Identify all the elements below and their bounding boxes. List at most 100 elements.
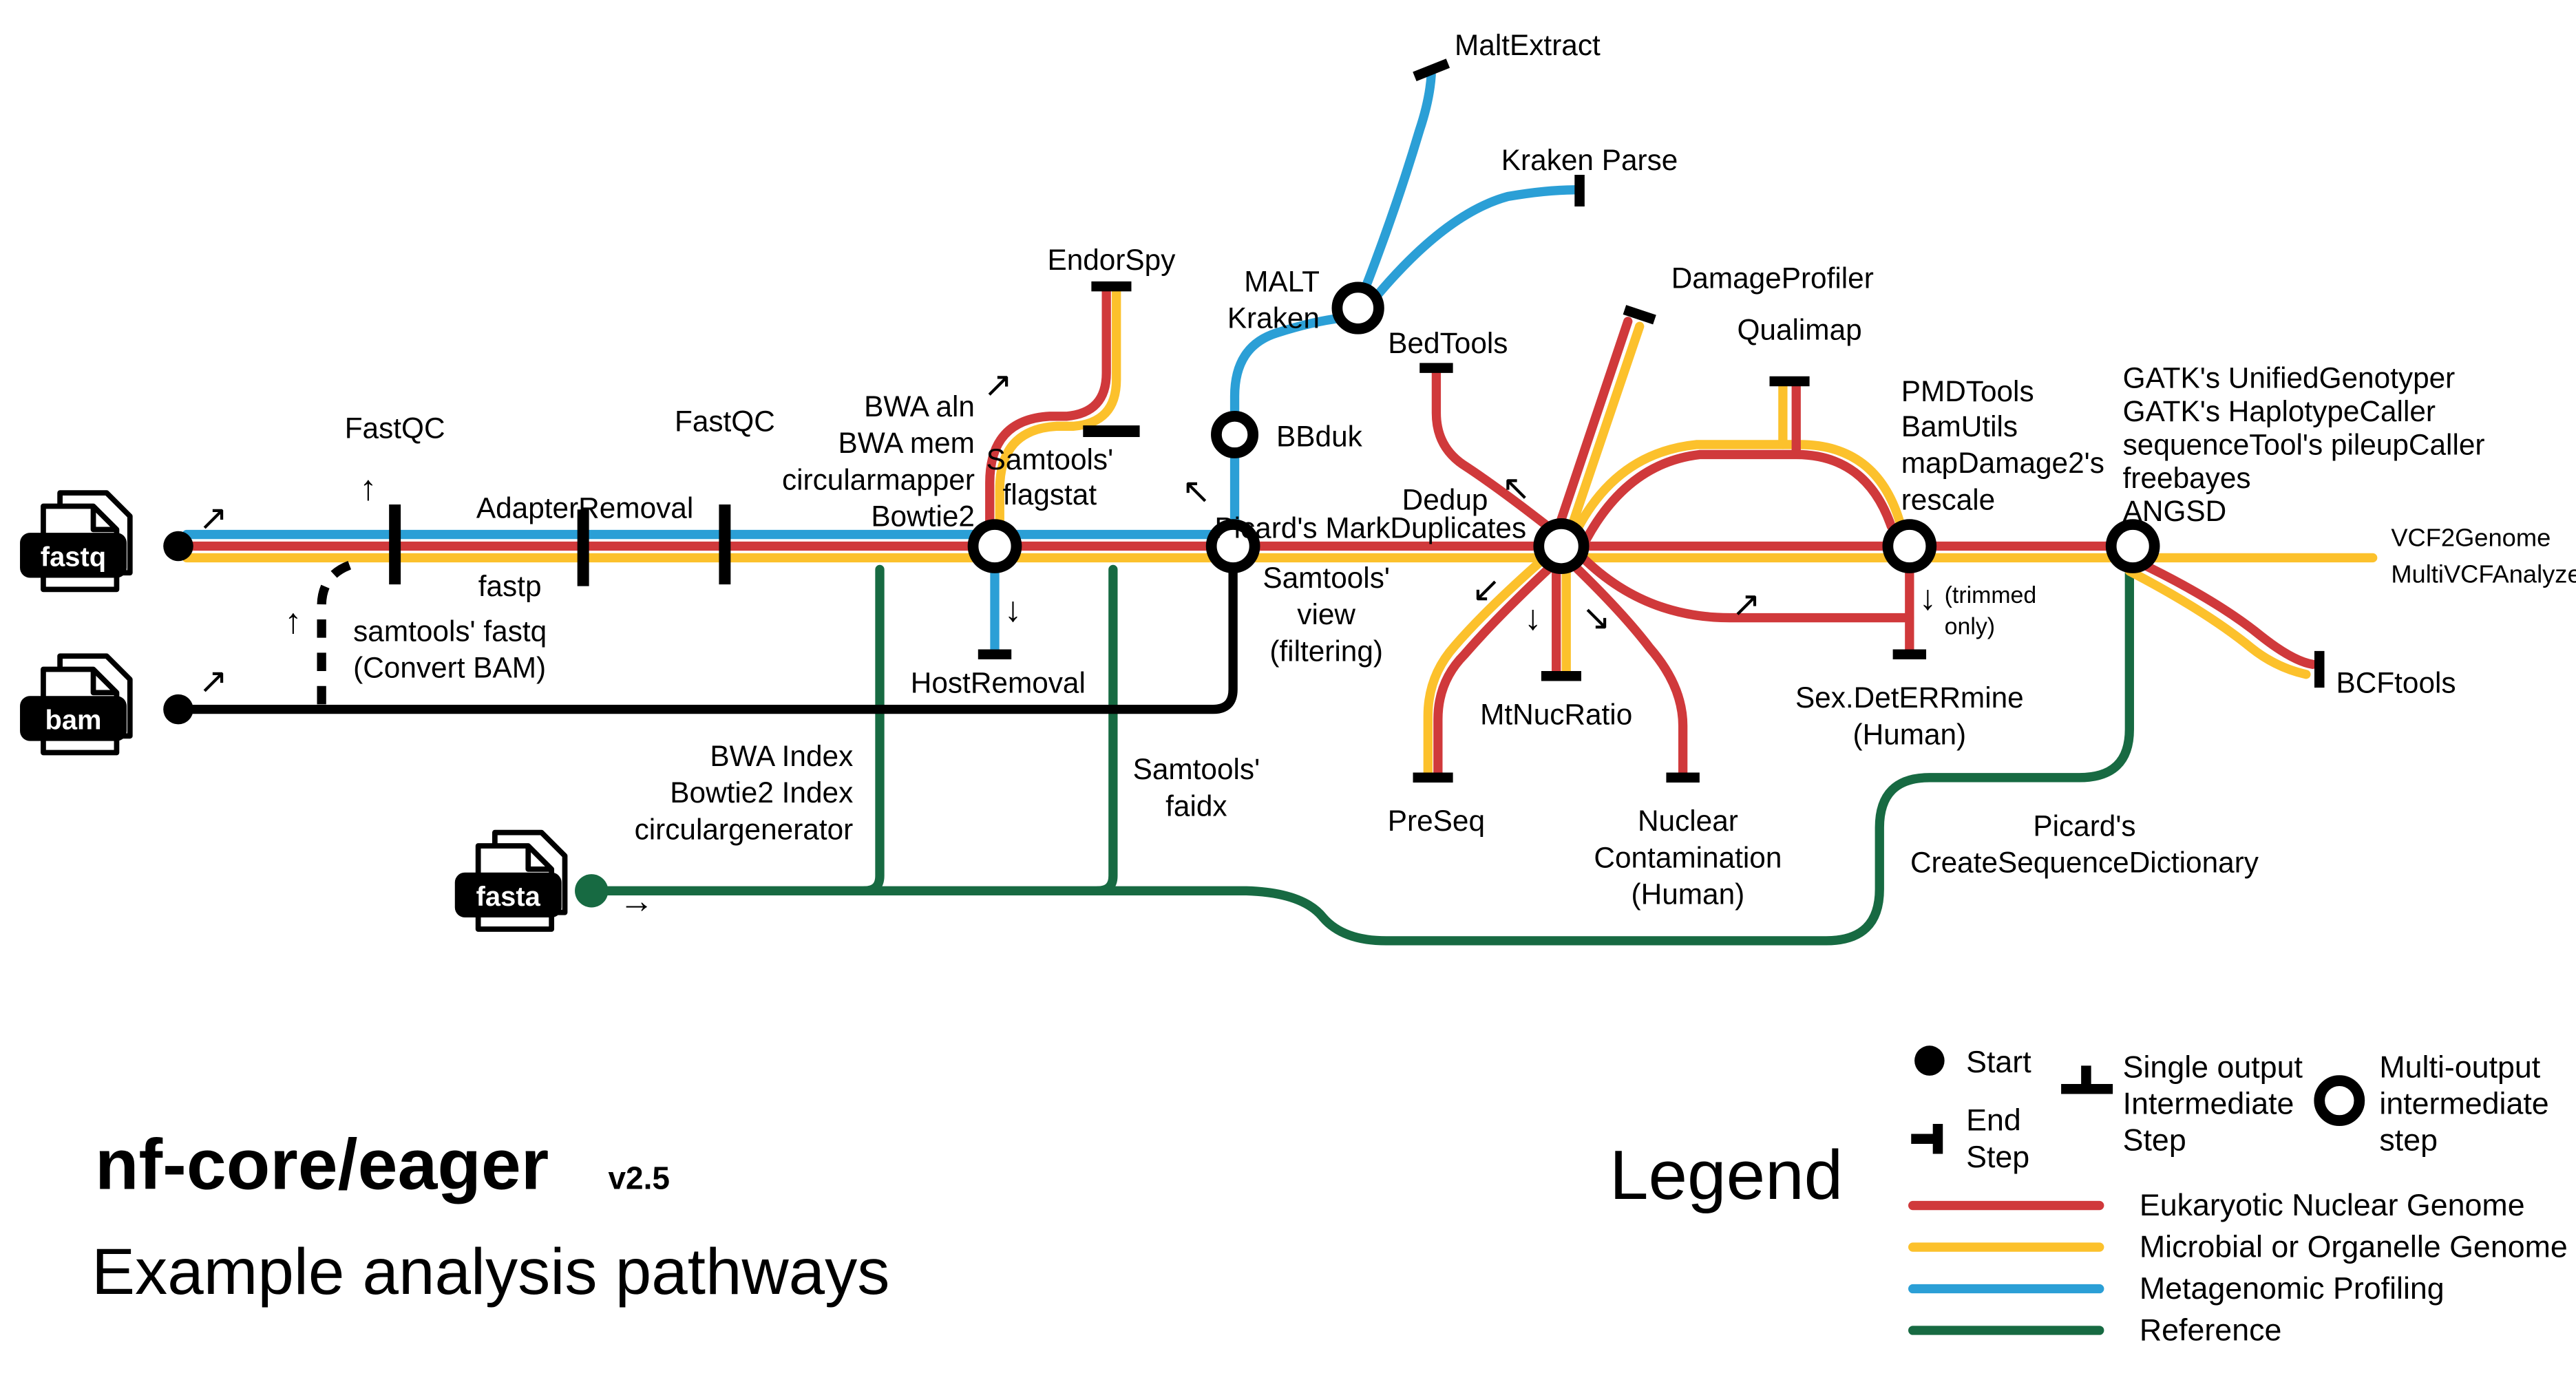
label-qualimap: Qualimap: [1737, 314, 1861, 346]
bam-start-dot: [163, 694, 193, 725]
label-pileupcaller: sequenceTool's pileupCaller: [2123, 428, 2485, 460]
label-samtools-view-3: (filtering): [1269, 635, 1383, 667]
label-samtools-view-2: view: [1297, 598, 1355, 630]
label-markduplicates: Picard's MarkDuplicates: [1214, 511, 1526, 544]
node-filtering: [1205, 519, 1260, 573]
page-title: nf-core/eager: [95, 1125, 549, 1204]
fastq-file-icon: fastq: [20, 490, 133, 593]
line-bbduk-to-malt: [1229, 313, 1347, 421]
label-createdict-1: Picard's: [2033, 809, 2135, 842]
direction-arrow: ↘: [1581, 597, 1611, 637]
bam-file-icon: bam: [20, 653, 133, 756]
node-bbduk: [1211, 410, 1259, 458]
label-trimmed-only-1: (trimmed: [1945, 582, 2037, 608]
label-bcftools: BCFtools: [2336, 666, 2456, 699]
legend-end-label-2: Step: [1966, 1140, 2029, 1174]
label-flagstat-1: Samtools': [986, 443, 1114, 476]
label-mapdamage: mapDamage2's: [1901, 447, 2104, 479]
line-arc-yellow: [1572, 440, 1904, 536]
direction-arrow: →: [619, 881, 654, 920]
label-unifiedgenotyper: GATK's UnifiedGenotyper: [2123, 362, 2456, 394]
label-hostremoval: HostRemoval: [911, 666, 1086, 699]
end-damageprofiler: [1623, 305, 1656, 325]
label-kraken: Kraken: [1227, 302, 1320, 334]
label-maltextract: MaltExtract: [1455, 29, 1601, 61]
title-block: nf-core/eager v2.5 Example analysis path…: [92, 1125, 889, 1307]
label-bowtie2: Bowtie2: [871, 500, 975, 533]
label-adapterremoval: AdapterRemoval: [476, 491, 693, 524]
legend-label-microbial: Microbial or Organelle Genome: [2140, 1230, 2568, 1264]
line-sexdeterrmine-horizontal: [1576, 551, 1914, 623]
nodes: [163, 281, 2160, 908]
direction-arrow: ↓: [1919, 577, 1936, 617]
pathway-lines: [173, 70, 2378, 946]
node-malt-kraken: [1331, 281, 1384, 334]
label-kraken-parse: Kraken Parse: [1501, 144, 1678, 176]
label-samtools-view-1: Samtools': [1263, 562, 1390, 594]
legend-single-label-2: Intermediate: [2123, 1087, 2294, 1121]
line-endorspy-yellow: [995, 285, 1121, 534]
label-flagstat-2: flagstat: [1003, 478, 1097, 511]
label-nuclear-2: Contamination: [1594, 841, 1782, 873]
fastq-label: fastq: [41, 542, 106, 573]
direction-arrow: ↗: [984, 365, 1013, 404]
stations-and-caps: [389, 59, 2325, 783]
legend-label-eukaryotic: Eukaryotic Nuclear Genome: [2140, 1188, 2525, 1222]
line-bedtools: [1431, 366, 1554, 533]
legend: Legend Start End Step Single output Inte…: [1609, 1045, 2568, 1347]
direction-arrow: ↗: [1731, 584, 1761, 624]
line-bcftools-red: [2131, 556, 2318, 669]
label-bowtie2-index: Bowtie2 Index: [670, 776, 853, 809]
line-arc-red: [1581, 449, 1896, 544]
fastq-fold: [90, 506, 117, 533]
label-sexdeterrmine-1: Sex.DetERRmine: [1795, 681, 2024, 714]
line-preseq-yellow: [1423, 555, 1548, 779]
label-bwa-mem: BWA mem: [838, 427, 975, 459]
label-vcf2genome: VCF2Genome: [2391, 524, 2551, 552]
line-reference-to-faidx: [860, 564, 1118, 895]
direction-arrow: ↑: [284, 601, 302, 640]
label-fastp: fastp: [478, 570, 542, 602]
bam-fold: [90, 669, 117, 696]
node-damage-manipulation: [1882, 519, 1937, 573]
node-deduplication: [1533, 518, 1590, 575]
line-kraken-parse: [1371, 185, 1581, 301]
fasta-label-plate: [454, 872, 562, 918]
direction-arrow: ↗: [199, 498, 229, 537]
line-endorspy-red: [985, 285, 1111, 534]
label-convert-bam-2: (Convert BAM): [353, 652, 546, 684]
node-mapping: [967, 519, 1022, 573]
legend-end-label-1: End: [1966, 1103, 2021, 1138]
legend-multi-output-icon: [2314, 1075, 2365, 1127]
fasta-fold: [525, 845, 552, 872]
direction-arrow: ↗: [199, 661, 229, 700]
line-damageprofiler-yellow: [1566, 321, 1645, 533]
bam-label-plate: [20, 696, 127, 741]
direction-arrow: ↑: [359, 468, 377, 507]
direction-arrows: ↗ ↑ ↑ ↗ → ↗ ↓ ↖ ↖ ↙ ↓ ↘ ↗ ↓: [199, 365, 1937, 920]
bam-label: bam: [45, 705, 101, 736]
label-circularmapper: circularmapper: [782, 463, 975, 496]
label-convert-bam-1: samtools' fastq: [353, 615, 547, 647]
fastq-label-plate: [20, 533, 127, 578]
label-circulargenerator: circulargenerator: [635, 813, 854, 845]
version-badge: v2.5: [608, 1160, 669, 1195]
label-fastqc-1: FastQC: [345, 412, 445, 444]
label-preseq: PreSeq: [1388, 805, 1485, 837]
legend-single-label-1: Single output: [2123, 1050, 2303, 1084]
label-bamutils: BamUtils: [1901, 410, 2018, 443]
label-dedup: Dedup: [1402, 483, 1488, 515]
direction-arrow: ↖: [1182, 471, 1212, 511]
legend-multi-label-1: Multi-output: [2379, 1050, 2540, 1084]
label-freebayes: freebayes: [2123, 462, 2251, 494]
line-reference-to-dict: [1093, 564, 2134, 946]
label-trimmed-only-2: only): [1945, 614, 1995, 640]
legend-multi-label-2: intermediate: [2379, 1087, 2548, 1121]
label-nuclear-3: (Human): [1632, 878, 1745, 911]
line-bcftools-yellow: [2124, 566, 2311, 679]
fastq-start-dot: [163, 531, 193, 562]
label-fastqc-2: FastQC: [675, 405, 775, 438]
legend-label-metagenomic: Metagenomic Profiling: [2140, 1271, 2445, 1306]
direction-arrow: ↓: [1004, 589, 1022, 628]
